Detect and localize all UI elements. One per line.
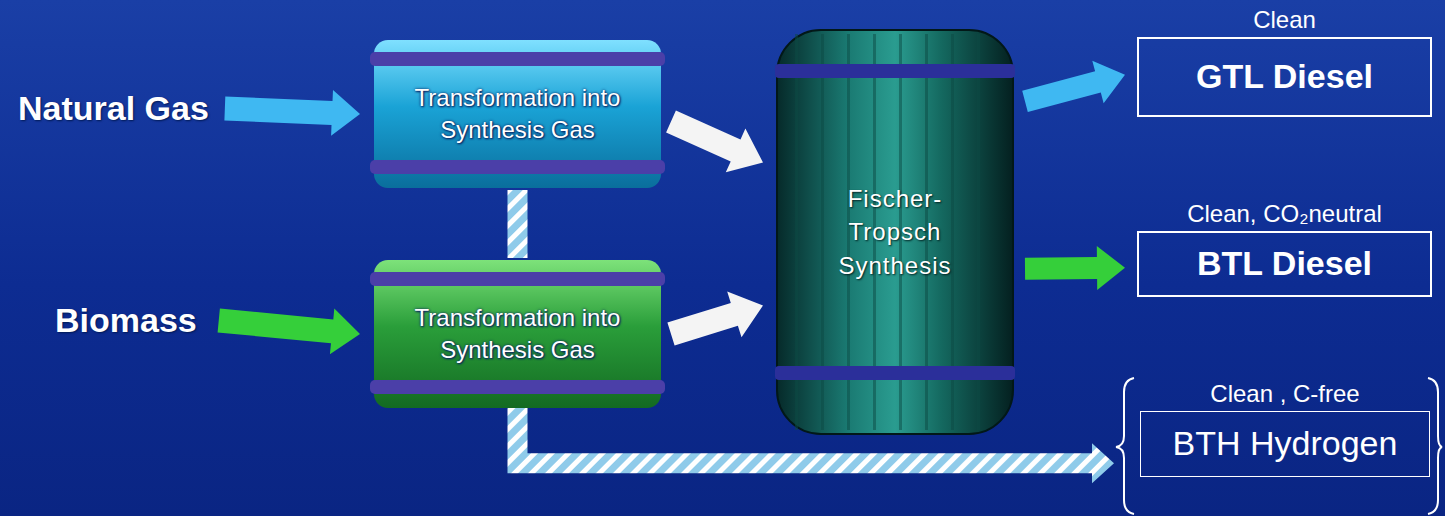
cylinder-shape (370, 38, 665, 190)
curly-bracket (1116, 378, 1134, 514)
product-box: Clean , C-freeBTH Hydrogen (1140, 380, 1430, 477)
reactor-cylinder: Transformation into Synthesis Gas (370, 258, 665, 410)
reactor-cylinder: Transformation into Synthesis Gas (370, 38, 665, 190)
product-box: CleanGTL Diesel (1137, 6, 1432, 117)
cylinder-band (370, 272, 665, 286)
product-name: BTL Diesel (1197, 244, 1372, 283)
block-arrow (667, 291, 763, 345)
block-arrow (224, 90, 360, 136)
block-arrow (1022, 61, 1125, 112)
product-name: BTH Hydrogen (1173, 424, 1398, 463)
flow-arrow (224, 90, 360, 136)
product-note: Clean , C-free (1210, 380, 1359, 411)
input-text: Biomass (55, 301, 197, 340)
product-frame: BTH Hydrogen (1140, 411, 1430, 477)
flow-arrow (218, 308, 360, 354)
process-label: Transformation into Synthesis Gas (415, 82, 621, 147)
hatched-pipe (508, 190, 528, 258)
vessel-band (775, 64, 1015, 78)
block-arrow (666, 111, 763, 173)
vessel-band (775, 366, 1015, 380)
flow-arrow (517, 190, 518, 258)
flow-arrow (667, 291, 763, 345)
input-label: Biomass (55, 301, 197, 340)
cylinder-shape (370, 258, 665, 410)
synthesis-vessel: Fischer-Tropsch Synthesis (775, 28, 1015, 436)
cylinder-band (370, 380, 665, 394)
product-note: Clean (1253, 6, 1316, 37)
curly-bracket (1428, 378, 1442, 514)
cylinder-band (370, 52, 665, 66)
block-arrow (1025, 246, 1125, 290)
block-arrow (218, 308, 360, 354)
input-text: Natural Gas (18, 89, 209, 128)
product-frame: GTL Diesel (1137, 37, 1432, 117)
process-label: Transformation into Synthesis Gas (415, 302, 621, 367)
arrow-head (1091, 443, 1114, 483)
input-label: Natural Gas (18, 89, 209, 128)
process-label: Fischer-Tropsch Synthesis (820, 182, 970, 283)
flow-arrow (1022, 61, 1125, 112)
cylinder-band (370, 160, 665, 174)
product-box: Clean, CO₂neutralBTL Diesel (1137, 200, 1432, 297)
flow-arrow (666, 111, 763, 173)
product-frame: BTL Diesel (1137, 231, 1432, 297)
flow-arrow (1025, 246, 1125, 290)
product-note: Clean, CO₂neutral (1187, 200, 1382, 231)
product-name: GTL Diesel (1196, 57, 1373, 96)
